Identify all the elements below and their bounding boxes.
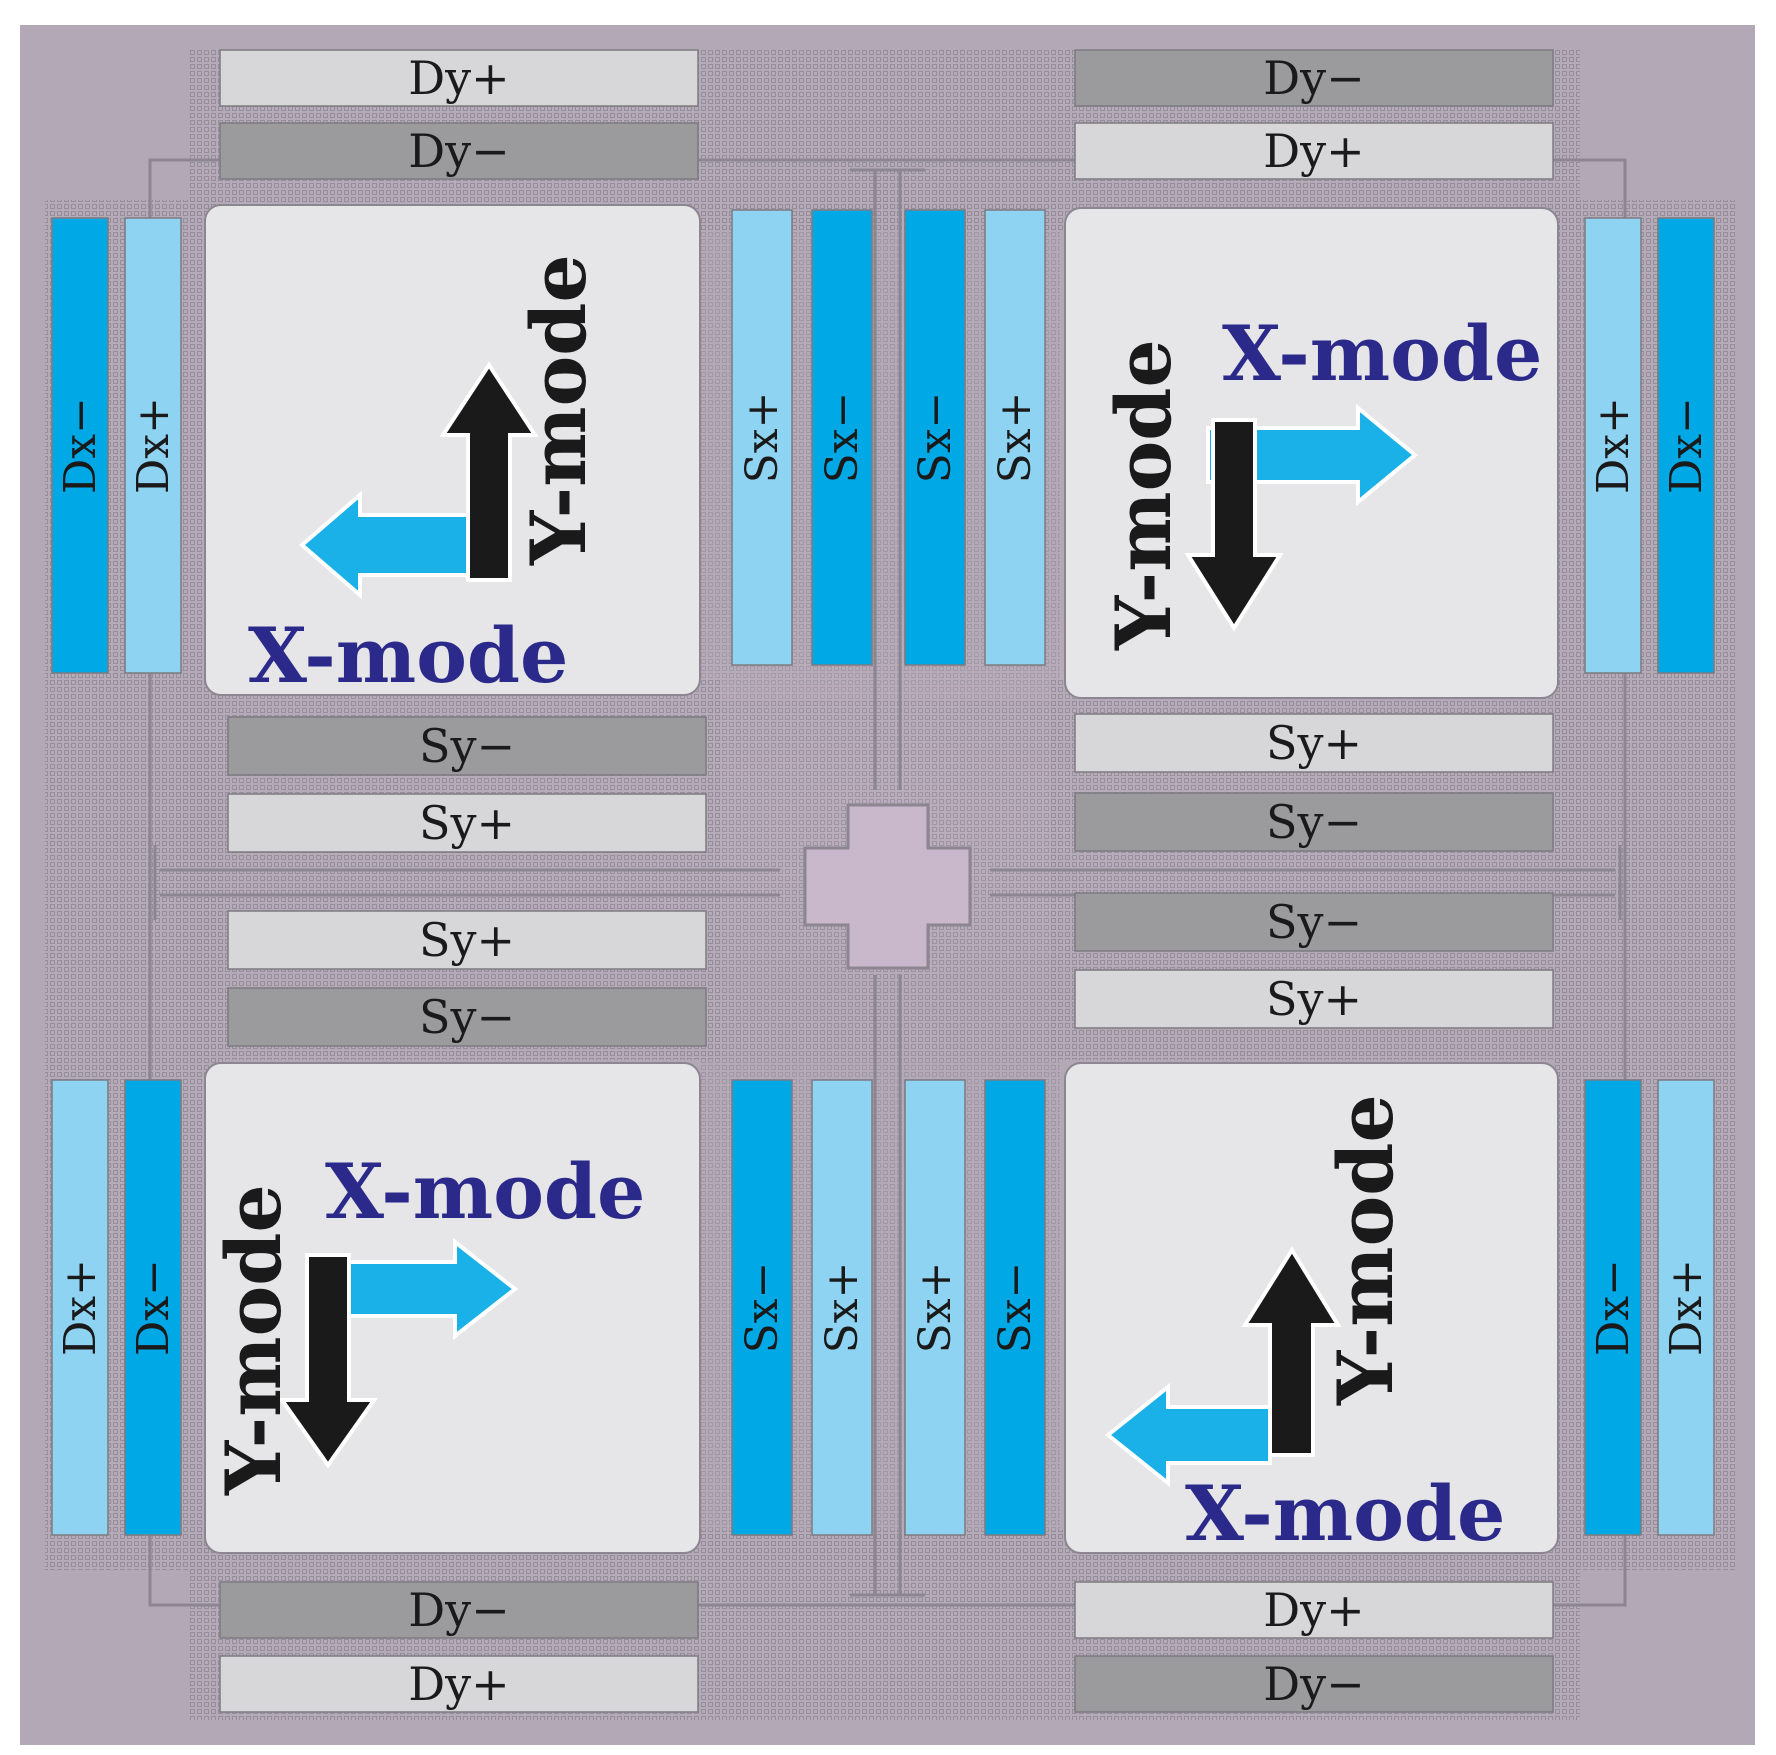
arrow-y-down-top-right-mass bbox=[1184, 418, 1284, 632]
electrode-dx-plus-left-bottom-dx-0 bbox=[51, 1079, 109, 1536]
arrow-x-left-bottom-right-mass bbox=[1104, 1382, 1272, 1488]
arrow-y-down-bottom-left-mass bbox=[278, 1253, 378, 1469]
electrode-sx-plus-center-bottom-sx-1 bbox=[811, 1079, 873, 1536]
electrode-label-dx-minus: Dx− bbox=[128, 1259, 179, 1356]
electrode-dy-plus-bottom-right-dy-0 bbox=[1074, 1581, 1554, 1639]
electrode-dx-plus-right-top-dx-0 bbox=[1584, 217, 1642, 674]
electrode-dx-minus-left-bottom-dx-1 bbox=[124, 1079, 182, 1536]
electrode-label-sy-minus: Sy− bbox=[1266, 895, 1362, 949]
electrode-label-dy-minus: Dy− bbox=[408, 1583, 509, 1637]
electrode-label-sy-plus: Sy+ bbox=[419, 913, 515, 967]
electrode-sx-minus-center-top-sx-2 bbox=[904, 209, 966, 666]
electrode-sy-plus-right-sy-3 bbox=[1074, 969, 1554, 1029]
electrode-sy-minus-right-sy-2 bbox=[1074, 892, 1554, 952]
electrode-label-sx-plus: Sx+ bbox=[817, 1262, 868, 1354]
electrode-label-sx-plus: Sx+ bbox=[990, 392, 1041, 484]
electrode-dx-minus-left-top-dx-0 bbox=[51, 217, 109, 674]
electrode-dy-minus-bottom-right-dy-1 bbox=[1074, 1655, 1554, 1713]
electrode-label-dy-minus: Dy− bbox=[1263, 51, 1364, 105]
electrode-dx-plus-right-bottom-dx-1 bbox=[1657, 1079, 1715, 1536]
proof-mass-top-left bbox=[204, 204, 701, 696]
arrow-y-up-bottom-right-mass bbox=[1241, 1246, 1342, 1457]
electrode-sx-minus-center-top-sx-1 bbox=[811, 209, 873, 666]
electrode-label-dx-plus: Dx+ bbox=[128, 397, 179, 494]
electrode-label-dx-plus: Dx+ bbox=[55, 1259, 106, 1356]
electrode-label-dx-plus: Dx+ bbox=[1661, 1259, 1712, 1356]
x-mode-label-top-left: X-mode bbox=[248, 611, 568, 700]
frame-lines bbox=[148, 158, 1627, 1607]
electrode-label-dy-minus: Dy− bbox=[1263, 1657, 1364, 1711]
electrode-dy-plus-top-left-dy-0 bbox=[219, 49, 699, 107]
electrode-dx-minus-right-top-dx-1 bbox=[1657, 217, 1715, 674]
electrode-dy-plus-top-right-dy-1 bbox=[1074, 122, 1554, 180]
electrode-label-sy-plus: Sy+ bbox=[1266, 716, 1362, 770]
electrode-label-dy-minus: Dy− bbox=[408, 124, 509, 178]
center-anchor bbox=[803, 803, 972, 970]
mode-arrows bbox=[278, 361, 1419, 1488]
electrode-label-sx-minus: Sx− bbox=[817, 392, 868, 484]
x-mode-label-bottom-right: X-mode bbox=[1185, 1469, 1505, 1558]
electrode-label-dy-plus: Dy+ bbox=[408, 51, 509, 105]
electrode-label-dy-plus: Dy+ bbox=[1263, 1583, 1364, 1637]
electrode-label-dx-plus: Dx+ bbox=[1588, 397, 1639, 494]
electrode-sx-minus-center-bottom-sx-3 bbox=[984, 1079, 1046, 1536]
electrode-label-sy-minus: Sy− bbox=[419, 990, 515, 1044]
electrode-label-dx-minus: Dx− bbox=[1588, 1259, 1639, 1356]
electrode-label-dy-plus: Dy+ bbox=[408, 1657, 509, 1711]
electrode-label-dx-minus: Dx− bbox=[1661, 397, 1712, 494]
electrode-sx-minus-center-bottom-sx-0 bbox=[731, 1079, 793, 1536]
electrode-label-sx-plus: Sx+ bbox=[737, 392, 788, 484]
electrode-label-dy-plus: Dy+ bbox=[1263, 124, 1364, 178]
electrode-label-sx-minus: Sx− bbox=[737, 1262, 788, 1354]
electrode-sy-minus-left-sy-3 bbox=[227, 987, 707, 1047]
electrode-label-sx-minus: Sx− bbox=[910, 392, 961, 484]
electrode-dy-minus-bottom-left-dy-0 bbox=[219, 1581, 699, 1639]
electrode-label-sy-plus: Sy+ bbox=[1266, 972, 1362, 1026]
electrode-sy-minus-left-sy-0 bbox=[227, 716, 707, 776]
y-mode-label-top-left: Y-mode bbox=[514, 254, 603, 566]
electrode-dy-minus-top-left-dy-1 bbox=[219, 122, 699, 180]
electrode-sx-plus-center-top-sx-3 bbox=[984, 209, 1046, 666]
x-mode-label-top-right: X-mode bbox=[1222, 309, 1542, 398]
electrode-sy-minus-right-sy-1 bbox=[1074, 792, 1554, 852]
electrode-dy-plus-bottom-left-dy-1 bbox=[219, 1655, 699, 1713]
x-mode-label-bottom-left: X-mode bbox=[325, 1147, 645, 1236]
electrode-label-sy-plus: Sy+ bbox=[419, 796, 515, 850]
electrode-dx-plus-left-top-dx-1 bbox=[124, 217, 182, 674]
electrode-sy-plus-right-sy-0 bbox=[1074, 713, 1554, 773]
electrode-label-sx-plus: Sx+ bbox=[910, 1262, 961, 1354]
arrow-x-left-top-left-mass bbox=[298, 490, 472, 600]
electrode-label-sy-minus: Sy− bbox=[1266, 795, 1362, 849]
electrode-sy-plus-left-sy-1 bbox=[227, 793, 707, 853]
y-mode-label-top-right: Y-mode bbox=[1099, 339, 1188, 651]
mode-labels: X-mode Y-mode X-mode Y-mode X-mode Y-mod… bbox=[209, 254, 1542, 1558]
y-mode-label-bottom-right: Y-mode bbox=[1321, 1094, 1410, 1406]
electrode-sx-plus-center-bottom-sx-2 bbox=[904, 1079, 966, 1536]
arrow-y-up-top-left-mass bbox=[439, 361, 539, 582]
electrode-label-sy-minus: Sy− bbox=[419, 719, 515, 773]
electrode-label-sx-minus: Sx− bbox=[990, 1262, 1041, 1354]
electrode-dy-minus-top-right-dy-0 bbox=[1074, 49, 1554, 107]
arrow-x-right-bottom-left-mass bbox=[343, 1237, 519, 1341]
electrode-label-dx-minus: Dx− bbox=[55, 397, 106, 494]
electrode-sy-plus-left-sy-2 bbox=[227, 910, 707, 970]
electrode-sx-plus-center-top-sx-0 bbox=[731, 209, 793, 666]
electrode-dx-minus-right-bottom-dx-0 bbox=[1584, 1079, 1642, 1536]
electrode-layer: Dy+ Dy− Dy− Dy+ Dy− Dy+ Dy+ Dy− Sy− Sy+ Sy+ Sy− Sy+ S… bbox=[51, 49, 1715, 1713]
y-mode-label-bottom-left: Y-mode bbox=[209, 1184, 298, 1496]
